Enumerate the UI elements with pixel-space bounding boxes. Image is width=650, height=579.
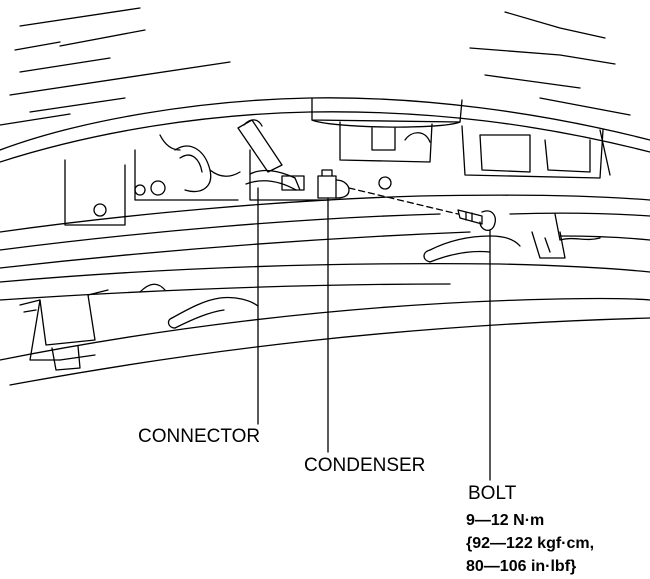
torque-spec-nm: 9—12 N·m <box>466 512 545 529</box>
wiring-harness <box>159 134 241 193</box>
lower-harness <box>139 283 259 329</box>
condenser-body <box>317 169 350 199</box>
right-harness <box>423 235 521 263</box>
bolt-label: BOLT <box>468 483 517 504</box>
right-bracket <box>531 213 601 259</box>
tailgate-upper-contour <box>0 97 650 163</box>
condenser-label: CONDENSER <box>304 455 426 476</box>
tailgate-rail <box>0 194 650 269</box>
bolt-graphic <box>457 209 496 232</box>
lower-trim-panel <box>0 262 650 386</box>
lower-left-bracket <box>19 289 109 371</box>
torque-spec-kgfcm: {92—122 kgf·cm, <box>466 535 595 552</box>
torque-spec-inlbf: 80—106 in·lbf} <box>466 558 577 575</box>
roof-hatch-lines <box>0 7 631 126</box>
leader-lines <box>257 187 491 481</box>
inner-panel-recesses <box>64 125 611 226</box>
connector-label: CONNECTOR <box>138 426 261 447</box>
stop-light-housing <box>311 97 463 163</box>
bolt-alignment-line <box>348 187 459 215</box>
connector-assembly <box>237 119 305 191</box>
